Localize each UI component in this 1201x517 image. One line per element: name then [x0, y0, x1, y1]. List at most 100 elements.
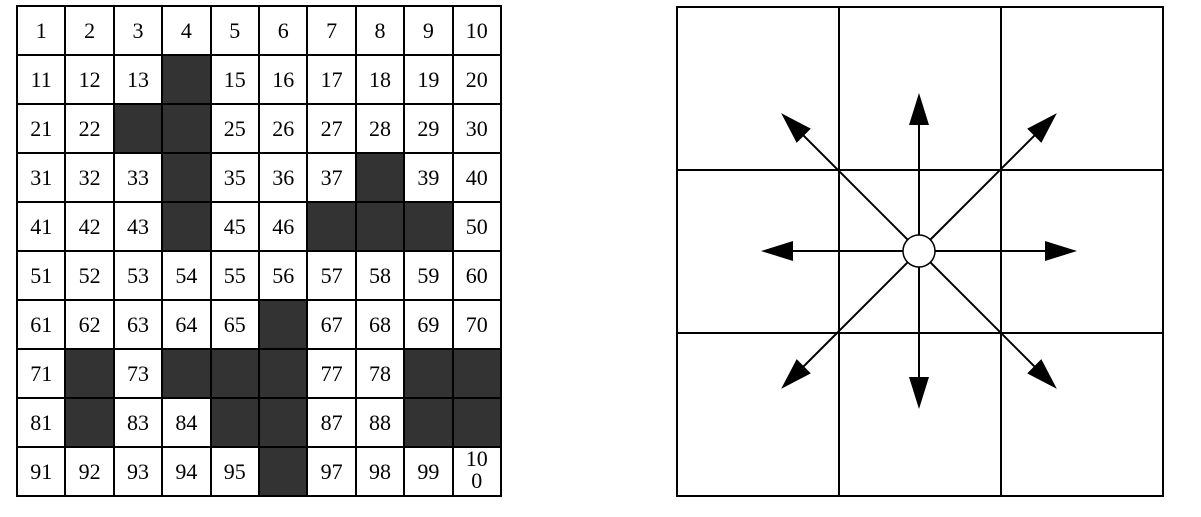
- grid-cell: 2: [66, 7, 113, 54]
- grid-cell: 71: [18, 350, 65, 397]
- grid-cell: 65: [211, 301, 258, 348]
- grid-cell: 6: [260, 7, 307, 54]
- grid-cell: 36: [260, 154, 307, 201]
- grid-cell: 21: [18, 105, 65, 152]
- grid-cell: 22: [66, 105, 113, 152]
- grid-cell: 59: [405, 252, 452, 299]
- grid-cell: 50: [453, 203, 500, 250]
- blocked-cell: [260, 301, 307, 348]
- grid-cell: 81: [18, 399, 65, 446]
- blocked-cell: [405, 399, 452, 446]
- blocked-cell: [260, 448, 307, 495]
- grid-cell: 45: [211, 203, 258, 250]
- grid-cell: 95: [211, 448, 258, 495]
- blocked-cell: [163, 154, 210, 201]
- grid-cell: 54: [163, 252, 210, 299]
- grid-cell: 12: [66, 56, 113, 103]
- grid-cell: 67: [308, 301, 355, 348]
- arrow-down-right-icon: [918, 250, 1057, 389]
- blocked-cell: [356, 154, 404, 201]
- grid-cell: 42: [66, 203, 113, 250]
- grid-cell: 37: [308, 154, 355, 201]
- grid-cell: 11: [18, 56, 65, 103]
- grid-cell: 97: [308, 448, 355, 495]
- grid-cell: 10: [453, 7, 500, 54]
- arrow-up-right-icon: [918, 113, 1057, 252]
- grid-cell: 53: [114, 252, 162, 299]
- grid-cell: 9: [405, 7, 452, 54]
- grid-cell: 99: [405, 448, 452, 495]
- grid-cell: 58: [356, 252, 404, 299]
- grid-cell: 13: [114, 56, 162, 103]
- grid-cell: 25: [211, 105, 258, 152]
- grid-cell: 20: [453, 56, 500, 103]
- grid-cell: 62: [66, 301, 113, 348]
- grid-cell: 63: [114, 301, 162, 348]
- blocked-cell: [114, 105, 162, 152]
- grid-cell: 55: [211, 252, 258, 299]
- grid-cell: 84: [163, 399, 210, 446]
- grid-cell: 93: [114, 448, 162, 495]
- blocked-cell: [211, 399, 258, 446]
- grid-cell: 92: [66, 448, 113, 495]
- grid-cell: 60: [453, 252, 500, 299]
- grid-cell: 98: [356, 448, 404, 495]
- blocked-cell: [163, 56, 210, 103]
- grid-cell: 46: [260, 203, 307, 250]
- arrow-right-icon: [919, 241, 1077, 261]
- grid-cell: 57: [308, 252, 355, 299]
- blocked-cell: [405, 203, 452, 250]
- grid-cell: 18: [356, 56, 404, 103]
- grid-cell: 4: [163, 7, 210, 54]
- grid-cell: 7: [308, 7, 355, 54]
- grid-cell: 15: [211, 56, 258, 103]
- grid-cell: 19: [405, 56, 452, 103]
- grid-cell: 51: [18, 252, 65, 299]
- blocked-cell: [453, 399, 500, 446]
- grid-cell: 56: [260, 252, 307, 299]
- grid-cell: 91: [18, 448, 65, 495]
- arrow-up-icon: [909, 93, 929, 251]
- grid-cell: 41: [18, 203, 65, 250]
- grid-cell: 87: [308, 399, 355, 446]
- grid-cell: 100: [453, 448, 500, 495]
- arrow-down-left-icon: [781, 250, 920, 389]
- grid-cell: 43: [114, 203, 162, 250]
- grid-cell: 52: [66, 252, 113, 299]
- grid-cell: 3: [114, 7, 162, 54]
- blocked-cell: [260, 399, 307, 446]
- blocked-cell: [211, 350, 258, 397]
- grid-cell: 29: [405, 105, 452, 152]
- grid-cell: 70: [453, 301, 500, 348]
- blocked-cell: [308, 203, 355, 250]
- grid-cell: 35: [211, 154, 258, 201]
- blocked-cell: [356, 203, 404, 250]
- blocked-cell: [163, 203, 210, 250]
- blocked-cell: [163, 350, 210, 397]
- grid-cell: 26: [260, 105, 307, 152]
- grid-cell: 77: [308, 350, 355, 397]
- grid-cell: 78: [356, 350, 404, 397]
- grid-cell: 32: [66, 154, 113, 201]
- grid-cell: 64: [163, 301, 210, 348]
- blocked-cell: [260, 350, 307, 397]
- grid-cell: 69: [405, 301, 452, 348]
- grid-cell: 28: [356, 105, 404, 152]
- grid-cell: 83: [114, 399, 162, 446]
- blocked-cell: [66, 399, 113, 446]
- grid-cell: 8: [356, 7, 404, 54]
- arrow-down-icon: [909, 251, 929, 409]
- blocked-cell: [405, 350, 452, 397]
- grid-cell: 61: [18, 301, 65, 348]
- blocked-cell: [66, 350, 113, 397]
- center-node-circle: [902, 234, 936, 268]
- grid-cell: 27: [308, 105, 355, 152]
- grid-cell: 17: [308, 56, 355, 103]
- grid-cell: 31: [18, 154, 65, 201]
- grid-cell: 30: [453, 105, 500, 152]
- grid-cell: 16: [260, 56, 307, 103]
- grid-cell: 73: [114, 350, 162, 397]
- grid-cell: 33: [114, 154, 162, 201]
